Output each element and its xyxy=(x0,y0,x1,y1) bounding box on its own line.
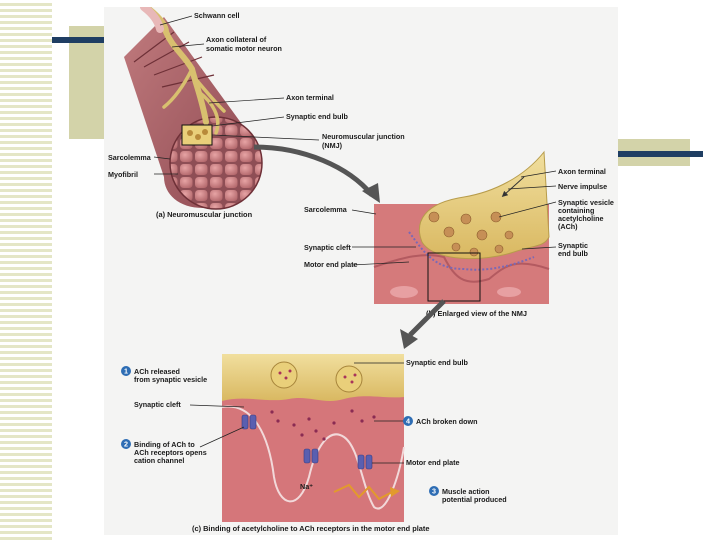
step-number-1: 1 xyxy=(124,367,128,376)
label-myofibril: Myofibril xyxy=(108,170,138,179)
label-vesicle-line4: (ACh) xyxy=(558,222,578,231)
label-sarcolemma-b: Sarcolemma xyxy=(304,205,348,214)
label-nmj-line2: (NMJ) xyxy=(322,141,343,150)
panel-c-text: Synaptic end bulb 1 ACh released from sy… xyxy=(121,358,507,533)
label-motor-end-plate-b: Motor end plate xyxy=(304,260,358,269)
panel-a-muscle-fiber xyxy=(124,7,263,210)
caption-c: (c) Binding of acetylcholine to ACh rece… xyxy=(192,524,429,533)
arrow-a-to-b xyxy=(253,144,374,197)
action-potential-wave xyxy=(333,483,395,501)
label-axon-collateral-line1: Axon collateral of xyxy=(206,35,267,44)
step-number-2: 2 xyxy=(124,440,128,449)
label-na-ion: Na⁺ xyxy=(300,482,313,491)
label-synaptic-cleft-b: Synaptic cleft xyxy=(304,243,351,252)
panel-a-text: Schwann cell Axon collateral of somatic … xyxy=(108,11,405,219)
label-synaptic-end-bulb-a: Synaptic end bulb xyxy=(286,112,349,121)
panel-a-leaders xyxy=(153,15,320,175)
step-badge-4 xyxy=(403,416,413,426)
label-synaptic-end-bulb-b-line2: end bulb xyxy=(558,249,589,258)
label-vesicle-line3: acetylcholine xyxy=(558,214,604,223)
label-muscle-ap-line2: potential produced xyxy=(442,495,507,504)
step-badge-2 xyxy=(121,439,131,449)
label-nmj-line1: Neuromuscular junction xyxy=(322,132,405,141)
label-vesicle-line2: containing xyxy=(558,206,594,215)
striped-sidebar-decoration xyxy=(0,0,52,540)
ach-receptors xyxy=(241,414,373,470)
label-synaptic-end-bulb-c: Synaptic end bulb xyxy=(406,358,469,367)
step-badge-1 xyxy=(121,366,131,376)
label-binding-line1: Binding of ACh to xyxy=(134,440,195,449)
label-axon-terminal-a: Axon terminal xyxy=(286,93,334,102)
figure-svg: Schwann cell Axon collateral of somatic … xyxy=(108,7,614,533)
schwann-cell-shape xyxy=(140,7,164,33)
panel-b-text: Axon terminal Nerve impulse Synaptic ves… xyxy=(304,167,614,318)
neuromuscular-junction-figure: Schwann cell Axon collateral of somatic … xyxy=(104,7,618,535)
caption-a: (a) Neuromuscular junction xyxy=(156,210,253,219)
junctional-fold xyxy=(221,405,405,510)
label-ach-broken-down: ACh broken down xyxy=(416,417,478,426)
arrow-b-to-c xyxy=(408,299,446,337)
decorative-line-left xyxy=(52,37,106,43)
label-schwann-cell: Schwann cell xyxy=(194,11,240,20)
panel-b-enlarged-nmj xyxy=(373,150,550,304)
label-nerve-impulse: Nerve impulse xyxy=(558,182,607,191)
motor-end-plate-b xyxy=(408,231,535,271)
label-axon-terminal-b: Axon terminal xyxy=(558,167,606,176)
panel-b-leaders xyxy=(351,170,557,266)
synaptic-end-bulb-c xyxy=(222,354,404,401)
label-muscle-ap-line1: Muscle action xyxy=(442,487,490,496)
step-number-4: 4 xyxy=(406,417,410,426)
label-motor-end-plate-c: Motor end plate xyxy=(406,458,460,467)
label-sarcolemma-a: Sarcolemma xyxy=(108,153,152,162)
enlarged-region-box xyxy=(427,252,481,302)
panel-c-leaders xyxy=(189,362,404,464)
label-axon-collateral-line2: somatic motor neuron xyxy=(206,44,282,53)
label-ach-released-line1: ACh released xyxy=(134,367,180,376)
panel-c-receptor-binding xyxy=(221,354,405,522)
step-number-3: 3 xyxy=(432,487,436,496)
label-binding-line3: cation channel xyxy=(134,456,184,465)
label-ach-released-line2: from synaptic vesicle xyxy=(134,375,207,384)
label-vesicle-line1: Synaptic vesicle xyxy=(558,198,614,207)
step-badge-3 xyxy=(429,486,439,496)
decorative-line-right xyxy=(617,151,703,157)
label-synaptic-cleft-c: Synaptic cleft xyxy=(134,400,181,409)
decorative-block-left xyxy=(69,26,106,139)
synaptic-end-bulb-b xyxy=(418,150,550,259)
caption-b: (b) Enlarged view of the NMJ xyxy=(426,309,527,318)
label-synaptic-end-bulb-b-line1: Synaptic xyxy=(558,241,588,250)
label-binding-line2: ACh receptors opens xyxy=(134,448,207,457)
